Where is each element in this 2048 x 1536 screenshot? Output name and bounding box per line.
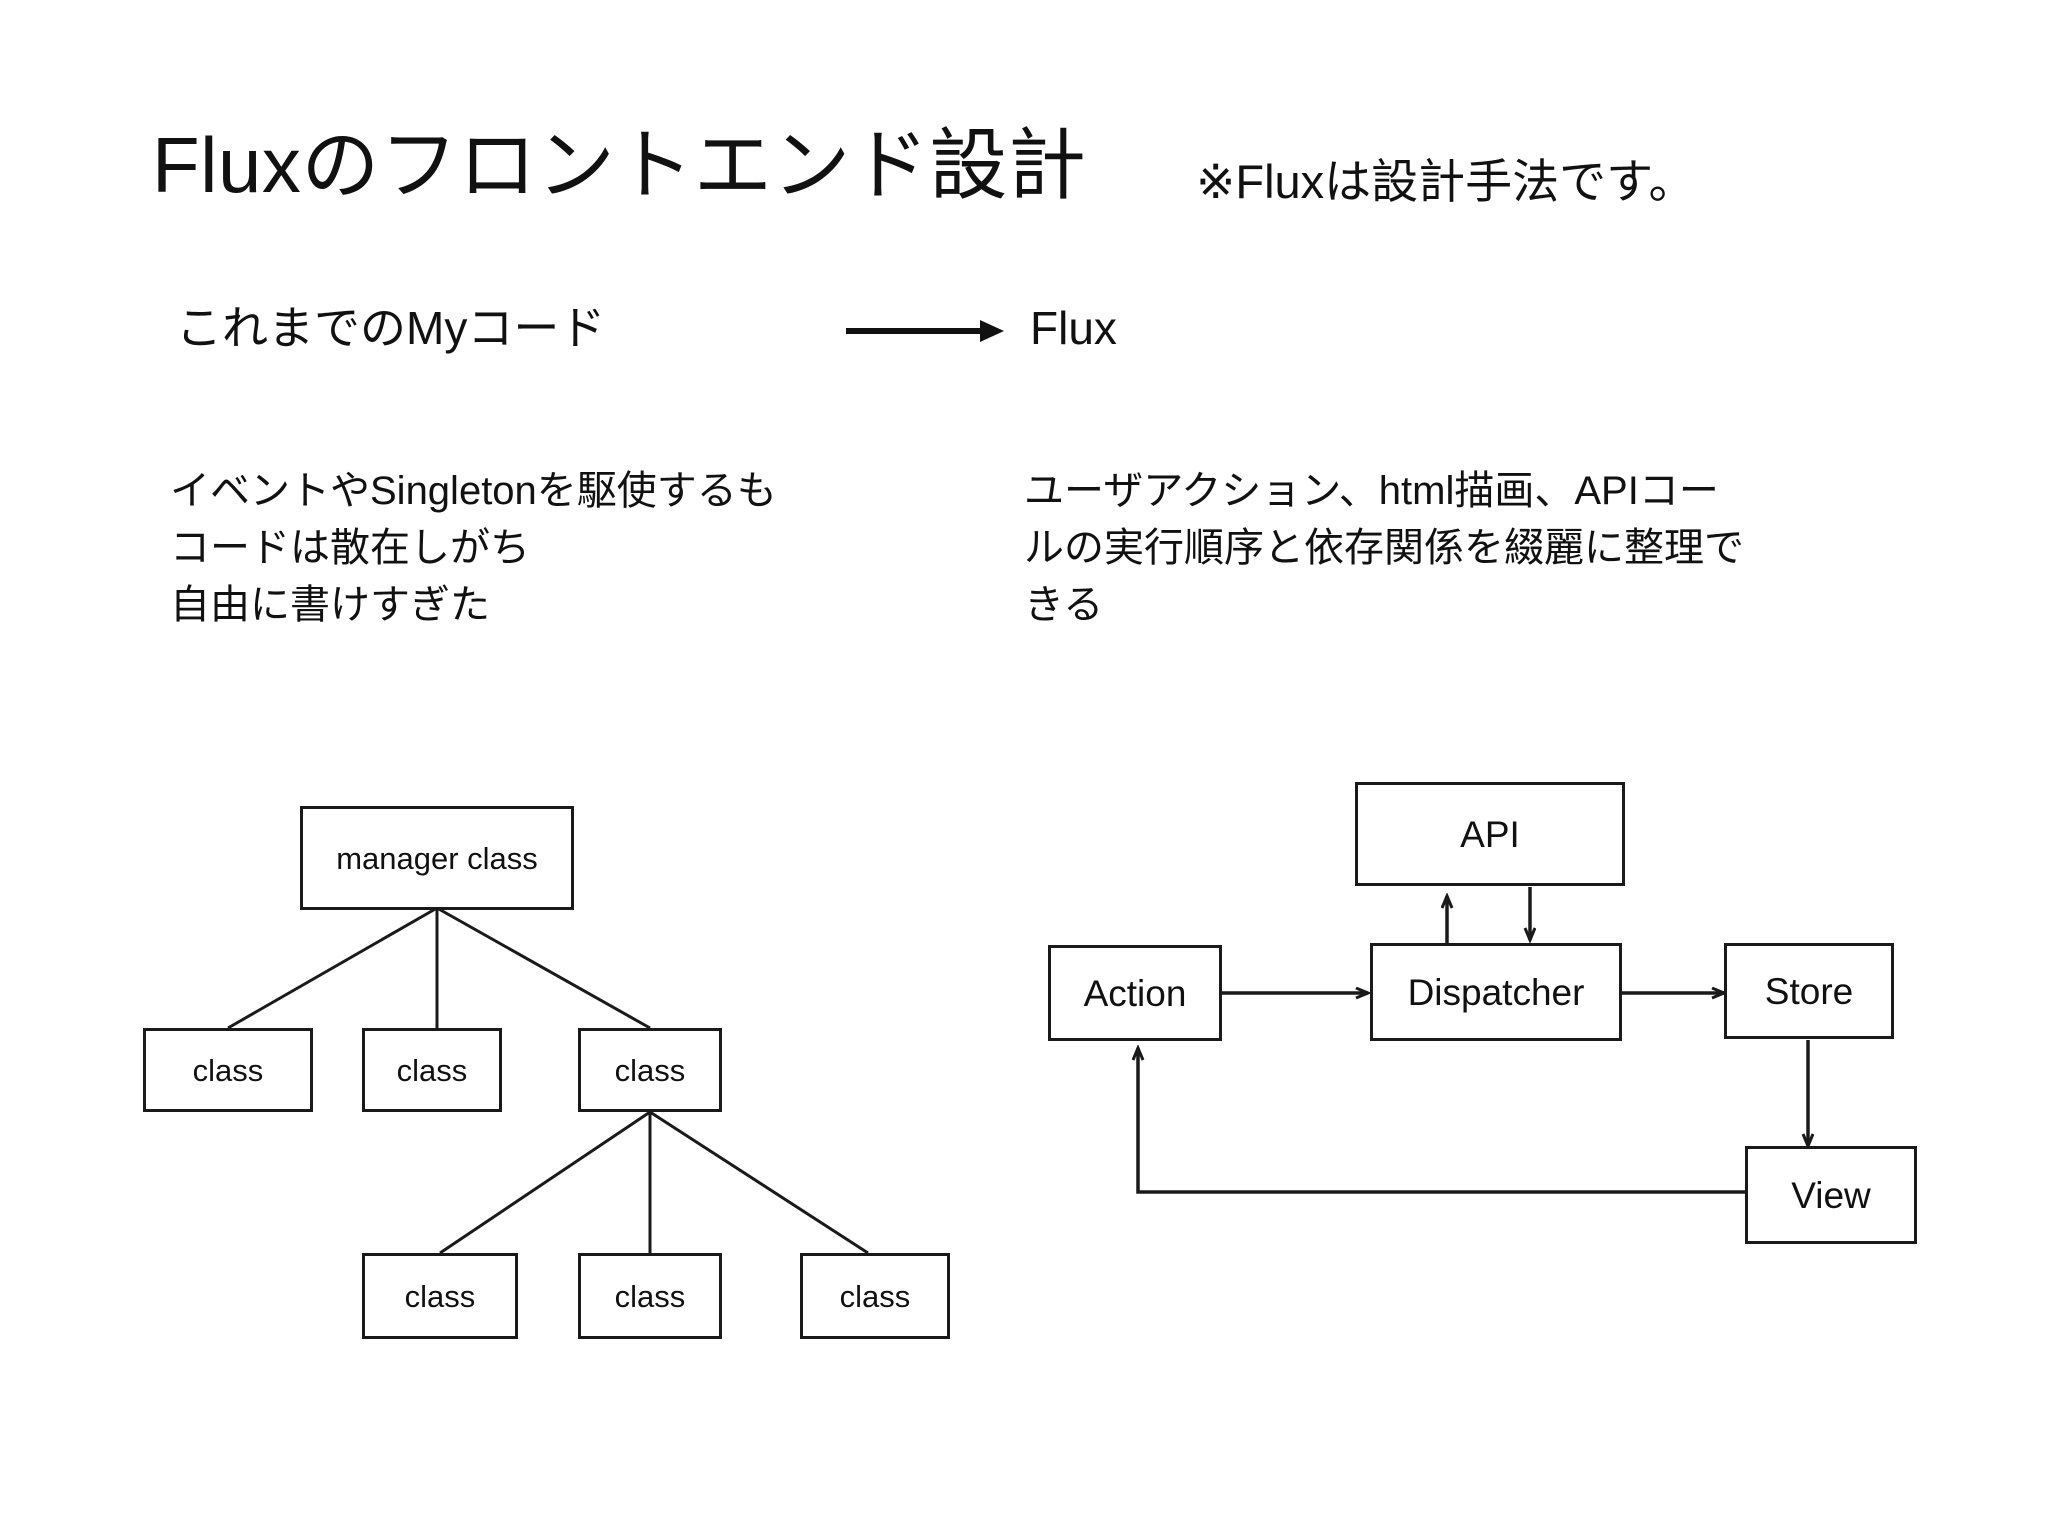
class-node-l1-1[interactable]: class (143, 1028, 313, 1112)
flux-node-view[interactable]: View (1745, 1146, 1917, 1244)
flux-node-dispatcher[interactable]: Dispatcher (1370, 943, 1622, 1041)
left-column-heading: これまでのMyコード (176, 302, 606, 354)
flux-node-api[interactable]: API (1355, 782, 1625, 886)
right-column-body: ユーザアクション、html描画、APIコー ルの実行順序と依存関係を綴麗に整理で… (1024, 469, 1744, 627)
page-title: Fluxのフロントエンド設計 (152, 121, 1087, 209)
class-node-l2-3[interactable]: class (800, 1253, 950, 1339)
flux-node-store[interactable]: Store (1724, 943, 1894, 1039)
flux-node-action[interactable]: Action (1048, 945, 1222, 1041)
class-node-l1-2[interactable]: class (362, 1028, 502, 1112)
class-node-manager[interactable]: manager class (300, 806, 574, 910)
class-node-l2-2[interactable]: class (578, 1253, 722, 1339)
title-note: ※Fluxは設計手法です。 (1196, 155, 1696, 208)
left-column-body: イベントやSingletonを駆使するも コードは散在しがち 自由に書けすぎた (170, 469, 777, 627)
class-node-l1-3[interactable]: class (578, 1028, 722, 1112)
right-column-heading: Flux (1030, 302, 1117, 354)
right-arrow-icon (846, 320, 1004, 342)
class-node-l2-1[interactable]: class (362, 1253, 518, 1339)
